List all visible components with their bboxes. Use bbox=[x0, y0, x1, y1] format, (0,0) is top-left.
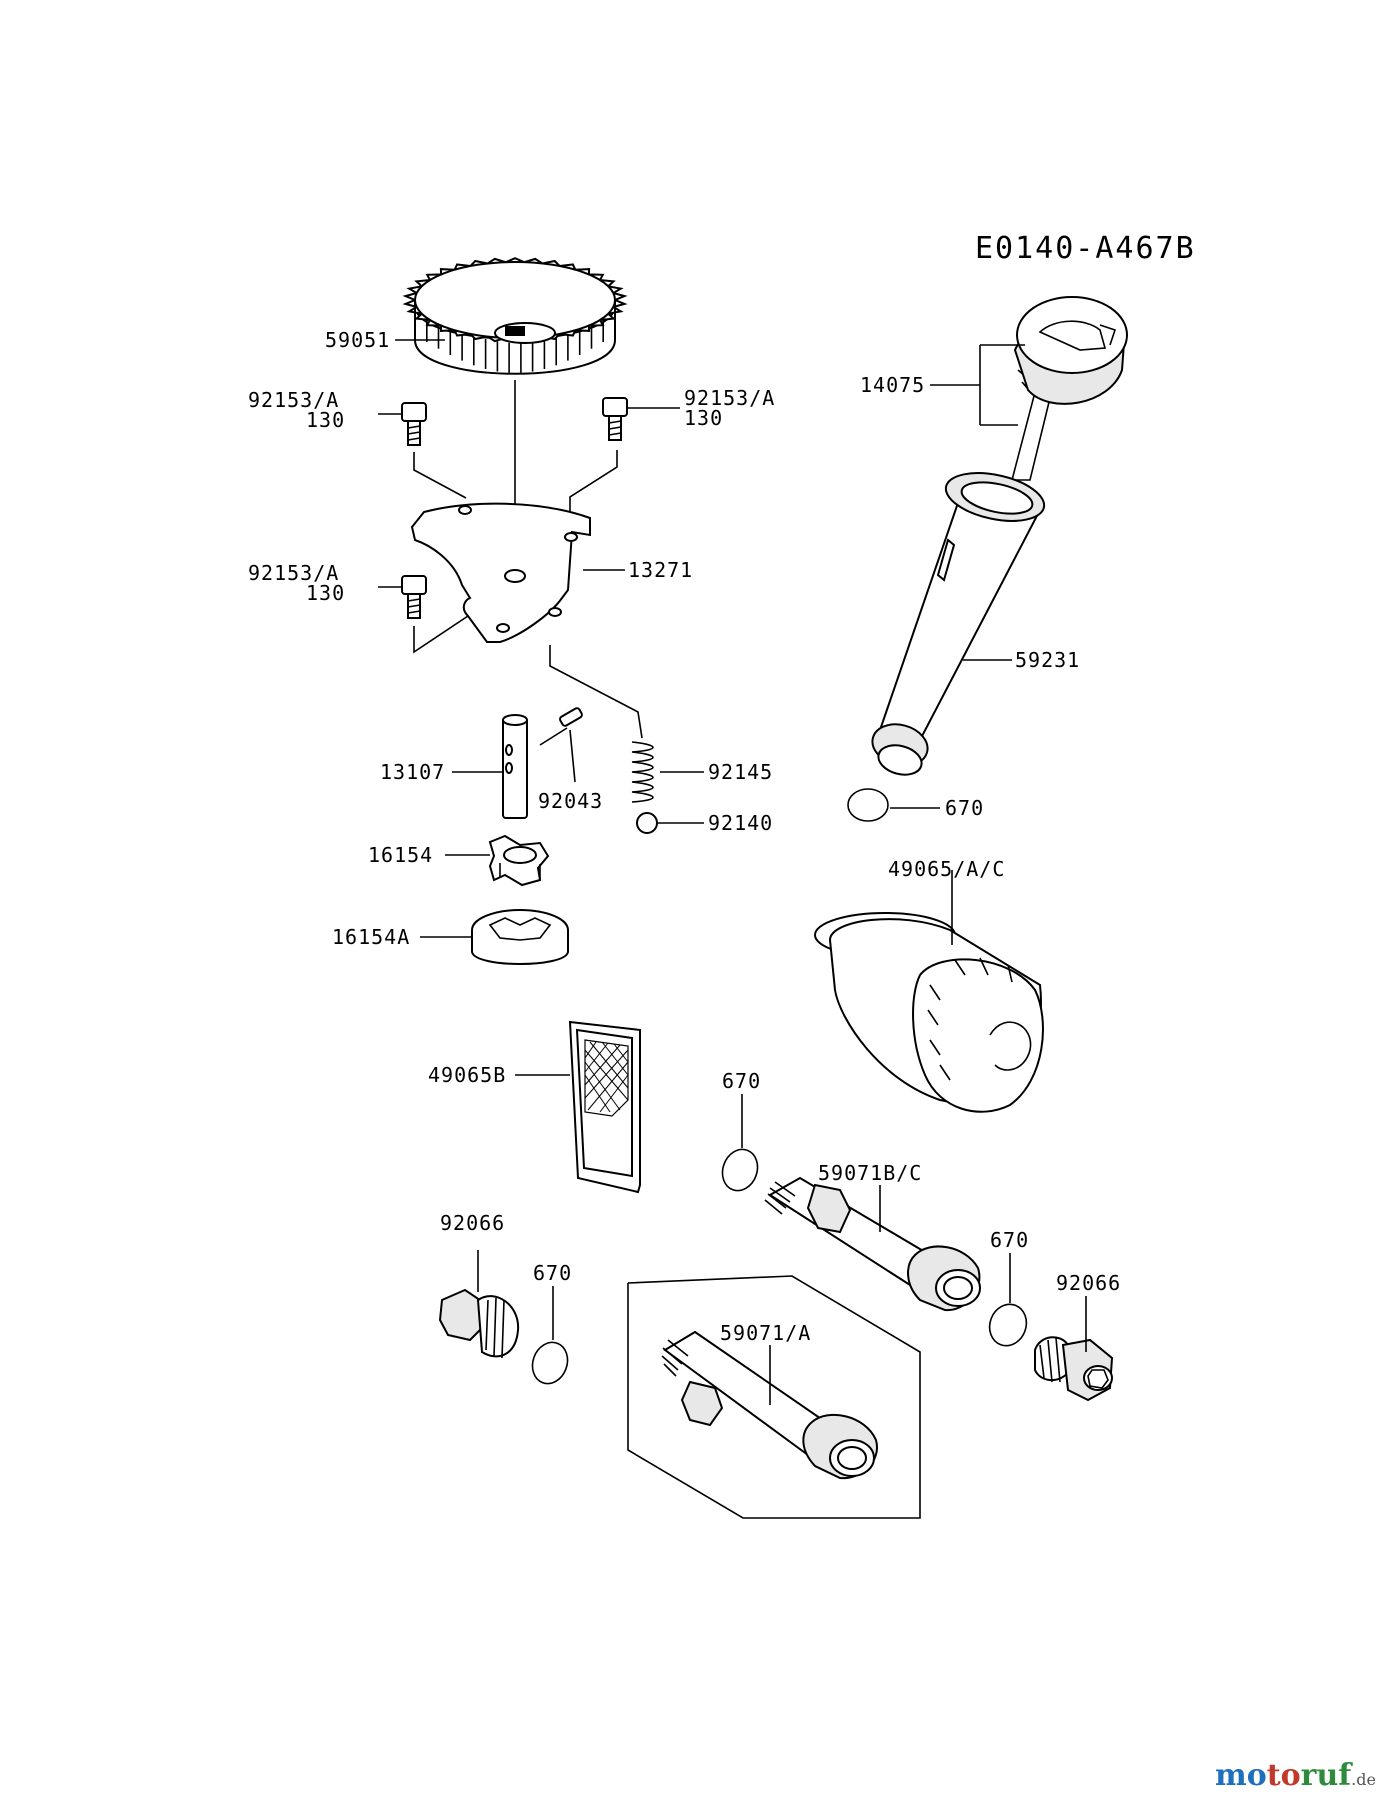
callout-92066-right: 92066 bbox=[1056, 1271, 1121, 1295]
callout-49065b: 49065B bbox=[428, 1063, 506, 1087]
callout-labels: 59051 92153/A 130 92153/A 130 13271 9215… bbox=[248, 328, 1121, 1345]
callout-13271: 13271 bbox=[628, 558, 693, 582]
callout-16154a: 16154A bbox=[332, 925, 410, 949]
callout-92153-a-1: 92153/A bbox=[248, 388, 339, 412]
o-ring-670-b bbox=[721, 1148, 759, 1192]
pin-92043 bbox=[539, 707, 583, 783]
drain-plug-92066-left bbox=[438, 1250, 520, 1359]
o-ring-670-d bbox=[531, 1341, 569, 1385]
callout-130-1: 130 bbox=[306, 408, 345, 432]
callout-92066-left: 92066 bbox=[440, 1211, 505, 1235]
o-ring-670-c bbox=[988, 1303, 1028, 1347]
callout-92153-a-2: 92153/A bbox=[684, 386, 775, 410]
callout-670-d: 670 bbox=[533, 1261, 572, 1285]
callout-92043: 92043 bbox=[538, 789, 603, 813]
callout-670-b: 670 bbox=[722, 1069, 761, 1093]
rotor-16154A bbox=[471, 909, 569, 965]
plate-13271 bbox=[410, 502, 643, 739]
dipstick-14075 bbox=[1010, 296, 1128, 481]
spring-92145 bbox=[631, 741, 654, 803]
watermark-part-1: mo bbox=[1215, 1758, 1267, 1793]
callout-92153-a-3: 92153/A bbox=[248, 561, 339, 585]
callout-670-a: 670 bbox=[945, 796, 984, 820]
callout-49065-a-c: 49065/A/C bbox=[888, 857, 1005, 881]
gear-59051 bbox=[402, 257, 628, 570]
bolt-92153-right-top bbox=[569, 397, 628, 530]
pipe-59071A-group bbox=[627, 1275, 921, 1519]
ball-92140 bbox=[636, 812, 658, 834]
callout-92140: 92140 bbox=[708, 811, 773, 835]
drain-plug-92066-right bbox=[1034, 1296, 1114, 1402]
watermark-part-2: to bbox=[1267, 1758, 1301, 1793]
callout-670-c: 670 bbox=[990, 1228, 1029, 1252]
oil-tube-59231 bbox=[871, 472, 1046, 776]
oil-filter-49065 bbox=[814, 870, 1044, 1113]
leader-lines bbox=[378, 339, 1025, 1076]
rotor-16154 bbox=[488, 834, 550, 887]
svg-text:motoruf.de: motoruf.de bbox=[1215, 1758, 1376, 1793]
pipe-59071B bbox=[764, 1176, 981, 1312]
shaft-13107 bbox=[502, 714, 528, 819]
callout-59051: 59051 bbox=[325, 328, 390, 352]
watermark-part-3: ruf bbox=[1301, 1758, 1354, 1793]
watermark-suffix: .de bbox=[1351, 1770, 1376, 1789]
callout-59071b-c: 59071B/C bbox=[818, 1161, 922, 1185]
callout-16154: 16154 bbox=[368, 843, 433, 867]
o-ring-670-a bbox=[847, 788, 889, 822]
callout-14075: 14075 bbox=[860, 373, 925, 397]
callout-13107: 13107 bbox=[380, 760, 445, 784]
callout-130-2: 130 bbox=[684, 406, 723, 430]
strainer-49065B bbox=[568, 1020, 641, 1194]
watermark-logo: motoruf.de bbox=[1215, 1758, 1376, 1793]
diagram-code: E0140-A467B bbox=[975, 231, 1196, 266]
bolt-92153-left-top bbox=[401, 402, 467, 499]
callout-92145: 92145 bbox=[708, 760, 773, 784]
callout-59071-a: 59071/A bbox=[720, 1321, 811, 1345]
callout-130-3: 130 bbox=[306, 581, 345, 605]
callout-59231: 59231 bbox=[1015, 648, 1080, 672]
